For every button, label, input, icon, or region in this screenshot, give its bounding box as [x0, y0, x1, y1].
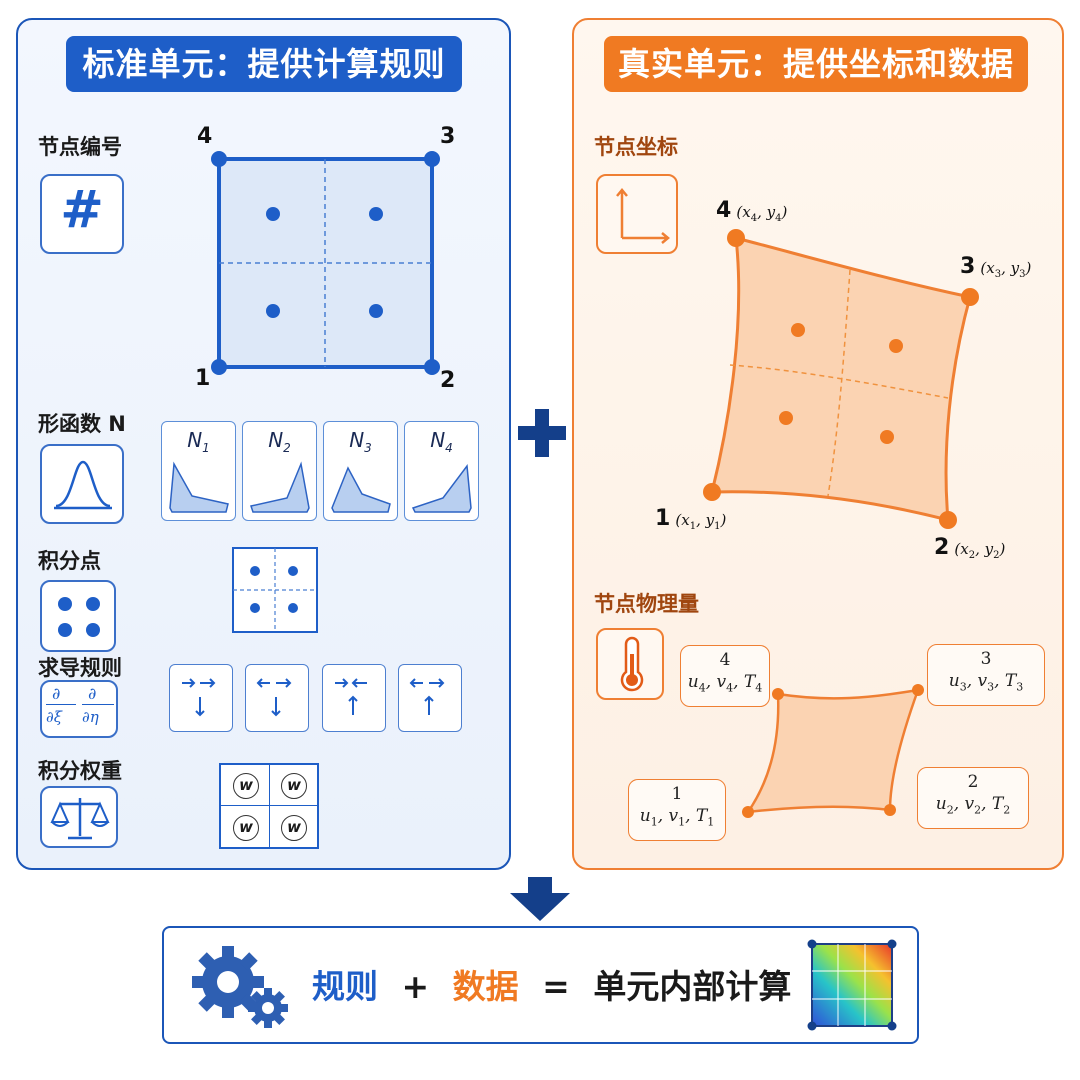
standard-element-diagram	[211, 151, 440, 375]
real-element-vline	[827, 269, 851, 497]
bell-curve-icon	[40, 444, 124, 524]
node-numbering-label: 节点编号	[38, 135, 122, 159]
shape-function-label-1: N1	[187, 428, 210, 455]
physical-node-4: 4 u4, v4, T4	[680, 645, 770, 707]
shape-function-label-3: N3	[349, 428, 372, 455]
hash-symbol: #	[60, 180, 104, 240]
formula-rules: 规则	[312, 967, 378, 1006]
node-number-1: 1	[195, 366, 211, 391]
arrows-icon	[409, 678, 445, 715]
result-formula: 规则 + 数据 = 单元内部计算	[312, 962, 791, 1012]
gauss-point	[779, 411, 793, 425]
real-element-hline	[729, 364, 949, 399]
physical-node-3: 3 u3, v3, T3	[927, 644, 1045, 706]
node-coordinate-2: 2 (x2, y2)	[934, 535, 1006, 561]
corner-node	[703, 483, 721, 501]
plus-icon	[518, 409, 566, 457]
derivative-rules-label: 求导规则	[38, 656, 122, 680]
fraction-bar-2	[82, 704, 114, 705]
gauss-point	[266, 304, 280, 318]
weights-grid: w w w w	[219, 763, 319, 849]
shape-function-plot-1	[169, 461, 229, 513]
physical-node-1: 1 u1, v1, T1	[628, 779, 726, 841]
corner-node	[727, 229, 745, 247]
shape-function-label-4: N4	[430, 428, 453, 455]
derivative-card-2	[245, 664, 309, 732]
physical-node-2: 2 u2, v2, T2	[917, 767, 1029, 829]
corner-node	[424, 151, 440, 167]
partial-denominator-xi: ∂ξ	[46, 708, 63, 726]
node-coordinate-1: 1 (x1, y1)	[655, 506, 727, 532]
balance-scale-icon	[40, 786, 118, 848]
node-coordinates-label: 节点坐标	[594, 135, 678, 159]
weight-w-3: w	[233, 815, 259, 841]
gauss-point	[791, 323, 805, 337]
partial-denominator-eta: ∂η	[82, 708, 99, 726]
standard-element-title: 标准单元：提供计算规则	[66, 36, 462, 92]
shape-function-label-2: N2	[268, 428, 291, 455]
weight-w-2: w	[281, 773, 307, 799]
node-number-2: 2	[440, 368, 456, 393]
shape-function-card-1: N1	[161, 421, 236, 521]
weight-w-4: w	[281, 815, 307, 841]
arrows-icon	[182, 678, 216, 717]
down-arrow-icon	[510, 877, 570, 921]
integration-weights-label: 积分权重	[38, 759, 122, 783]
shape-function-card-3: N3	[323, 421, 398, 521]
partial-numerator-1: ∂	[52, 684, 61, 703]
fraction-bar-1	[46, 704, 76, 705]
result-box	[162, 926, 919, 1044]
corner-node	[939, 511, 957, 529]
physical-element-shape	[745, 688, 920, 814]
gauss-point	[369, 304, 383, 318]
shape-function-card-2: N2	[242, 421, 317, 521]
node-coordinate-4: 4 (x4, y4)	[716, 198, 788, 224]
formula-result: 单元内部计算	[593, 967, 792, 1006]
integration-points-grid	[232, 547, 318, 633]
corner-node	[961, 288, 979, 306]
derivative-card-3	[322, 664, 386, 732]
shape-function-card-4: N4	[404, 421, 479, 521]
partial-derivative-icon: ∂ ∂ξ ∂ ∂η	[40, 680, 118, 738]
arrows-icon	[256, 678, 292, 717]
formula-equals: =	[542, 967, 570, 1006]
gauss-point	[369, 207, 383, 221]
shape-function-plot-3	[331, 466, 391, 513]
real-element-diagram	[703, 229, 979, 529]
heatmap-grid-icon	[807, 939, 897, 1031]
gears-icon	[192, 946, 288, 1028]
axes-icon	[596, 174, 678, 254]
formula-data: 数据	[452, 967, 519, 1006]
partial-numerator-2: ∂	[88, 684, 97, 703]
shape-functions-label: 形函数 N	[38, 412, 126, 436]
physical-element-diagram	[742, 684, 924, 818]
corner-node	[211, 359, 227, 375]
shape-function-plot-4	[411, 463, 472, 513]
derivative-card-1	[169, 664, 233, 732]
node-number-4: 4	[197, 124, 213, 149]
thermometer-icon	[596, 628, 664, 700]
gauss-point	[880, 430, 894, 444]
node-number-3: 3	[440, 124, 456, 149]
corner-node	[424, 359, 440, 375]
corner-node	[211, 151, 227, 167]
real-element-title: 真实单元：提供坐标和数据	[604, 36, 1028, 92]
node-coordinate-3: 3 (x3, y3)	[960, 254, 1032, 280]
derivative-card-4	[398, 664, 462, 732]
integration-points-label: 积分点	[38, 549, 101, 573]
hash-icon: #	[40, 174, 124, 254]
formula-plus: +	[401, 967, 430, 1006]
gauss-point	[266, 207, 280, 221]
node-physical-label: 节点物理量	[594, 592, 699, 616]
shape-function-plot-2	[250, 461, 310, 513]
four-dots-icon	[40, 580, 116, 652]
gauss-point	[889, 339, 903, 353]
arrows-icon	[335, 678, 367, 715]
weight-w-1: w	[233, 773, 259, 799]
